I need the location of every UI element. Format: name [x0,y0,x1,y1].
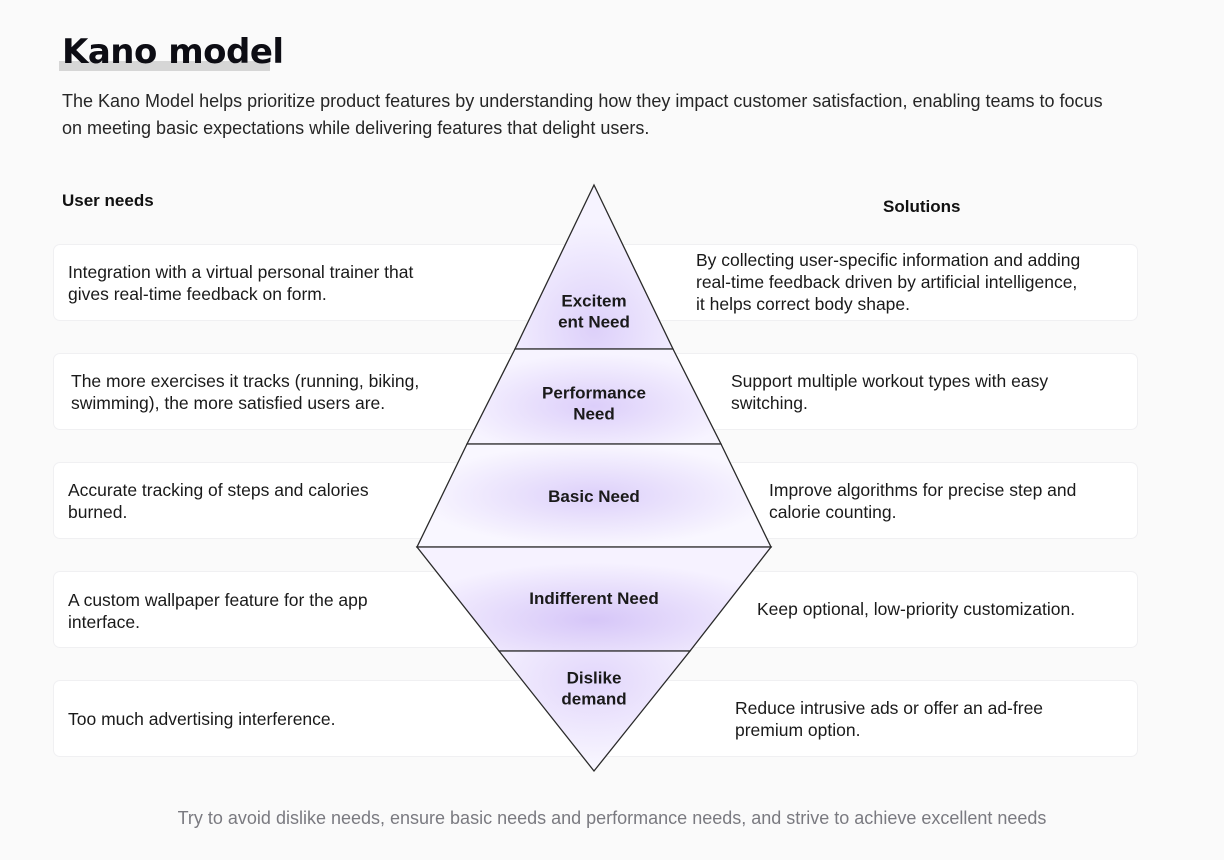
solution-line: Reduce intrusive ads or offer an ad-free [735,698,1044,718]
page-description: The Kano Model helps prioritize product … [62,91,1103,138]
level-label-excitement: ent Need [558,313,630,332]
solution-line: By collecting user-specific information … [696,250,1081,270]
title-underline-highlight [59,61,270,71]
solution-line: premium option. [735,720,861,740]
user-need-line: swimming), the more satisfied users are. [71,393,386,413]
user-needs-header: User needs [62,191,154,210]
solution-line: Keep optional, low-priority customizatio… [757,599,1076,619]
solution-text-dislike: Reduce intrusive ads or offer an ad-free… [735,697,1043,741]
solution-line: it helps correct body shape. [696,294,911,314]
user-need-text-performance: The more exercises it tracks (running, b… [71,370,419,414]
user-need-line: Too much advertising interference. [68,709,336,729]
solutions-header: Solutions [883,197,961,216]
user-need-line: Accurate tracking of steps and calories [68,480,369,500]
user-need-line: Integration with a virtual personal trai… [68,262,414,282]
title-block: Kano model [59,28,284,76]
solution-line: real-time feedback driven by artificial … [696,272,1078,292]
level-label-performance: Need [573,405,615,424]
user-need-line: A custom wallpaper feature for the app [68,590,368,610]
solution-text-performance: Support multiple workout types with easy… [731,370,1048,414]
solution-line: Improve algorithms for precise step and [769,480,1077,500]
user-need-text-excitement: Integration with a virtual personal trai… [68,261,413,305]
footer-note: Try to avoid dislike needs, ensure basic… [177,808,1047,828]
user-need-line: interface. [68,612,140,632]
level-basic: Basic Need [415,443,773,548]
level-shape-dislike [497,650,692,773]
level-label-indifferent: Indifferent Need [529,589,658,608]
level-label-dislike: Dislike [567,669,622,688]
user-need-text-dislike: Too much advertising interference. [68,708,336,730]
solution-line: switching. [731,393,808,413]
level-label-dislike: demand [561,690,626,709]
solution-line: Support multiple workout types with easy [731,371,1049,391]
user-need-line: burned. [68,502,128,522]
level-label-performance: Performance [542,384,646,403]
level-label-excitement: Excitem [561,292,626,311]
user-need-line: The more exercises it tracks (running, b… [71,371,420,391]
user-need-line: gives real-time feedback on form. [68,284,327,304]
solution-text-indifferent: Keep optional, low-priority customizatio… [757,598,1075,620]
page-title: Kano model [62,32,284,72]
level-dislike: Dislike demand [497,650,692,773]
solution-text-excitement: By collecting user-specific information … [696,249,1080,315]
solution-line: calorie counting. [769,502,897,522]
level-excitement: Excitem ent Need [513,183,675,350]
level-label-basic: Basic Need [548,487,640,506]
